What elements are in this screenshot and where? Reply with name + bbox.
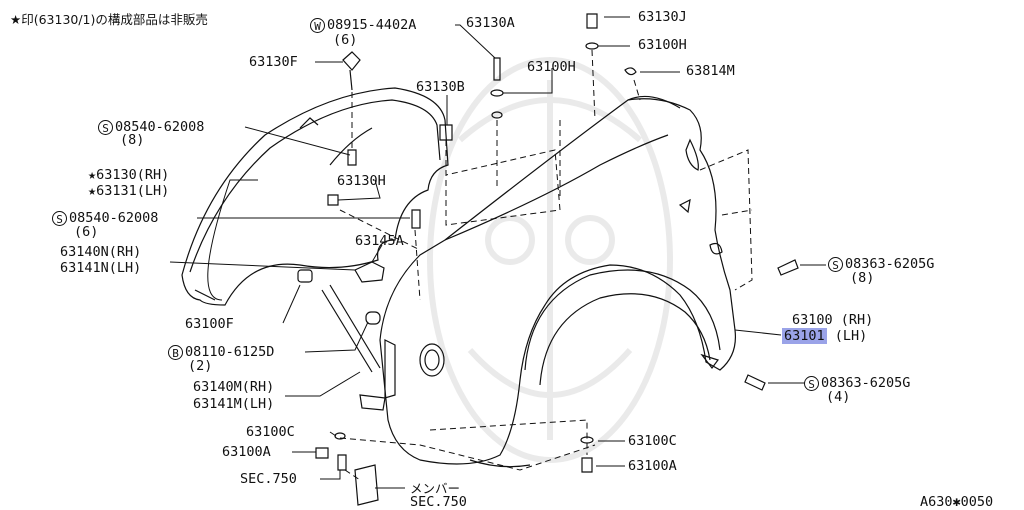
qty-08363-a: (8) (850, 270, 875, 286)
label-63141M-lh[interactable]: 63141M(LH) (193, 396, 275, 412)
label-63100C-right[interactable]: 63100C (628, 433, 677, 449)
label-63130-rh[interactable]: ★63130(RH) (88, 167, 170, 183)
highlighted-part-63101: 63101 (782, 328, 827, 344)
label-63140M-rh[interactable]: 63140M(RH) (193, 379, 275, 395)
label-63130A[interactable]: 63130A (466, 15, 515, 31)
label-63130H[interactable]: 63130H (337, 173, 386, 189)
label-63140N-rh[interactable]: 63140N(RH) (60, 244, 142, 260)
qty-08540-a: (8) (120, 132, 145, 148)
label-63130F[interactable]: 63130F (249, 54, 298, 70)
label-63100-rh[interactable]: 63100 (RH) (792, 312, 874, 328)
label-63145A[interactable]: 63145A (355, 233, 404, 249)
qty-08915: (6) (333, 32, 358, 48)
circle-s-icon: S (828, 257, 843, 272)
label-63100A-left[interactable]: 63100A (222, 444, 271, 460)
circle-s-icon: S (98, 120, 113, 135)
front-fender (379, 98, 737, 465)
circle-b-icon: B (168, 345, 183, 360)
circle-w-icon: W (310, 18, 325, 33)
label-63100A-right[interactable]: 63100A (628, 458, 677, 474)
label-63100C-left[interactable]: 63100C (246, 424, 295, 440)
label-63100F[interactable]: 63100F (185, 316, 234, 332)
non-sale-note: ★印(63130/1)の構成部品は非販売 (10, 12, 208, 27)
label-63100H-mid[interactable]: 63100H (527, 59, 576, 75)
label-sec750-bottom[interactable]: SEC.750 (410, 494, 467, 510)
qty-08363-b: (4) (826, 389, 851, 405)
diagram-code: A630✱0050 (920, 494, 994, 510)
label-sec750-left[interactable]: SEC.750 (240, 471, 297, 487)
qty-08540-b: (6) (74, 224, 99, 240)
circle-s-icon: S (804, 376, 819, 391)
label-63100H-top[interactable]: 63100H (638, 37, 687, 53)
label-63130B[interactable]: 63130B (416, 79, 465, 95)
label-63141N-lh[interactable]: 63141N(LH) (60, 260, 142, 276)
label-63131-lh[interactable]: ★63131(LH) (88, 183, 170, 199)
qty-08110: (2) (188, 358, 213, 374)
label-63130J[interactable]: 63130J (638, 9, 687, 25)
label-63101-lh[interactable]: 63101 (LH) (782, 328, 868, 344)
clip-63130F (342, 51, 361, 71)
label-63814M[interactable]: 63814M (686, 63, 735, 79)
circle-s-icon: S (52, 211, 67, 226)
fender-liner (181, 87, 449, 306)
label-member: メンバー (410, 481, 461, 496)
